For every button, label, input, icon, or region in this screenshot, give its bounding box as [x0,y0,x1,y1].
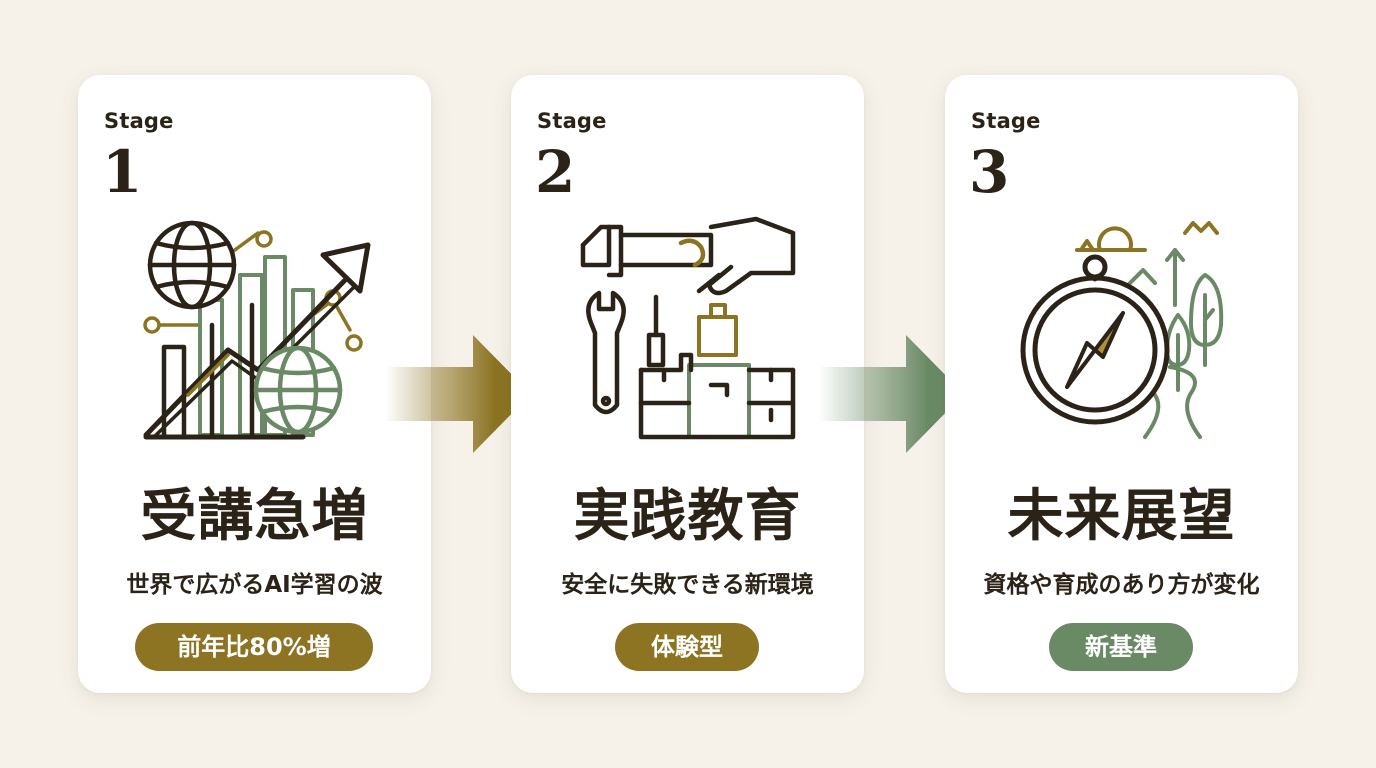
stage-title: 受講急増 [140,483,369,549]
tools-handshake-blocks-icon [580,216,796,440]
compass-path-trees-icon [1020,221,1224,439]
stage-number: 1 [102,138,143,206]
stage-badge: 体験型 [615,623,759,671]
arrow-right-icon [385,335,531,453]
stage-card-2: Stage 2 [511,75,864,693]
stage-subtitle: 世界で広がるAI学習の波 [126,572,383,598]
stage-title: 未来展望 [1007,483,1236,549]
stage-label: Stage [537,109,607,133]
arrow-right-icon [818,335,964,453]
stage-label: Stage [971,109,1041,133]
stage-label: Stage [104,109,174,133]
stage-card-1: Stage 1 [78,75,431,693]
stage-badge: 新基準 [1049,623,1193,671]
growth-chart-globe-icon [143,220,371,440]
stage-badge: 前年比80%増 [135,623,373,671]
stage-number: 3 [969,138,1010,206]
stage-subtitle: 安全に失敗できる新環境 [561,572,814,598]
stage-subtitle: 資格や育成のあり方が変化 [983,572,1260,598]
stage-number: 2 [535,138,576,206]
stage-card-3: Stage 3 [945,75,1298,693]
stage-title: 実践教育 [573,483,802,549]
